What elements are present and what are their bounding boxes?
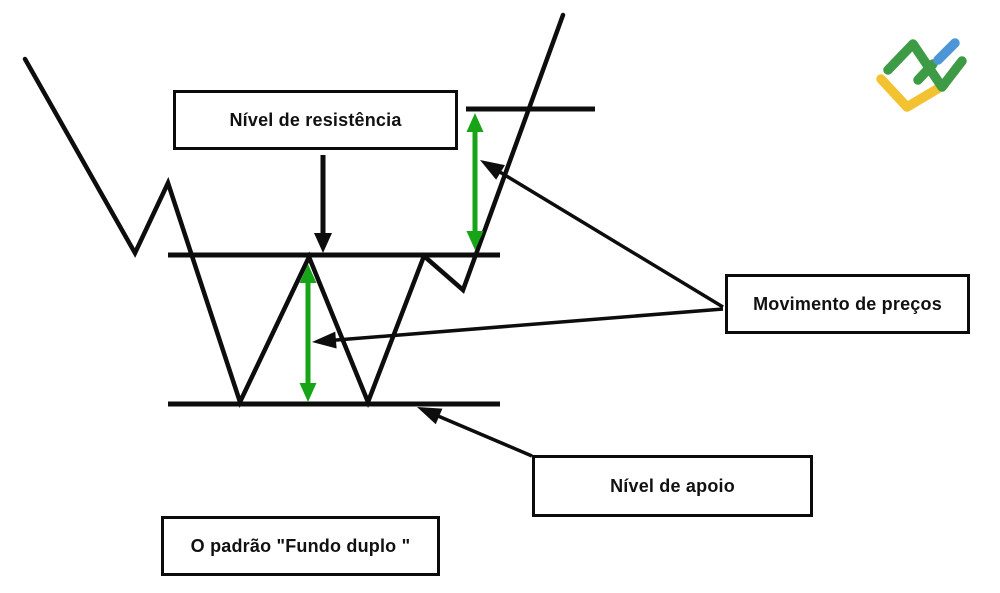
pattern-height-arrow-head-top <box>299 264 317 283</box>
litefinance-logo-blue-tick <box>933 38 960 65</box>
resistance-level-label-text: Nível de resistência <box>229 109 402 130</box>
pattern-height-arrow-head-bottom <box>299 383 317 402</box>
movement-arrow-upper-head <box>480 160 505 180</box>
movement-arrow-lower-shaft <box>323 307 724 343</box>
target-height-arrow-head-top <box>466 113 484 132</box>
support-pointer-arrow-head <box>417 407 443 425</box>
support-level-label: Nível de apoio <box>532 455 813 517</box>
target-height-arrow-head-bottom <box>466 231 484 250</box>
litefinance-logo-yellow-check <box>876 74 949 112</box>
support-level-label-text: Nível de apoio <box>610 475 735 496</box>
litefinance-logo-green-tick <box>913 59 938 85</box>
resistance-level-label: Nível de resistência <box>173 90 458 150</box>
movement-arrow-lower-head <box>312 331 337 349</box>
price-movement-label-text: Movimento de preços <box>753 293 942 314</box>
pattern-name-label: O padrão "Fundo duplo " <box>161 516 440 576</box>
pattern-name-label-text: O padrão "Fundo duplo " <box>190 535 411 556</box>
support-pointer-arrow-shaft <box>427 410 533 458</box>
price-line <box>22 12 566 409</box>
movement-arrow-upper-shaft <box>489 164 724 309</box>
resistance-pointer-arrow-head <box>314 233 332 253</box>
price-movement-label: Movimento de preços <box>725 274 970 334</box>
